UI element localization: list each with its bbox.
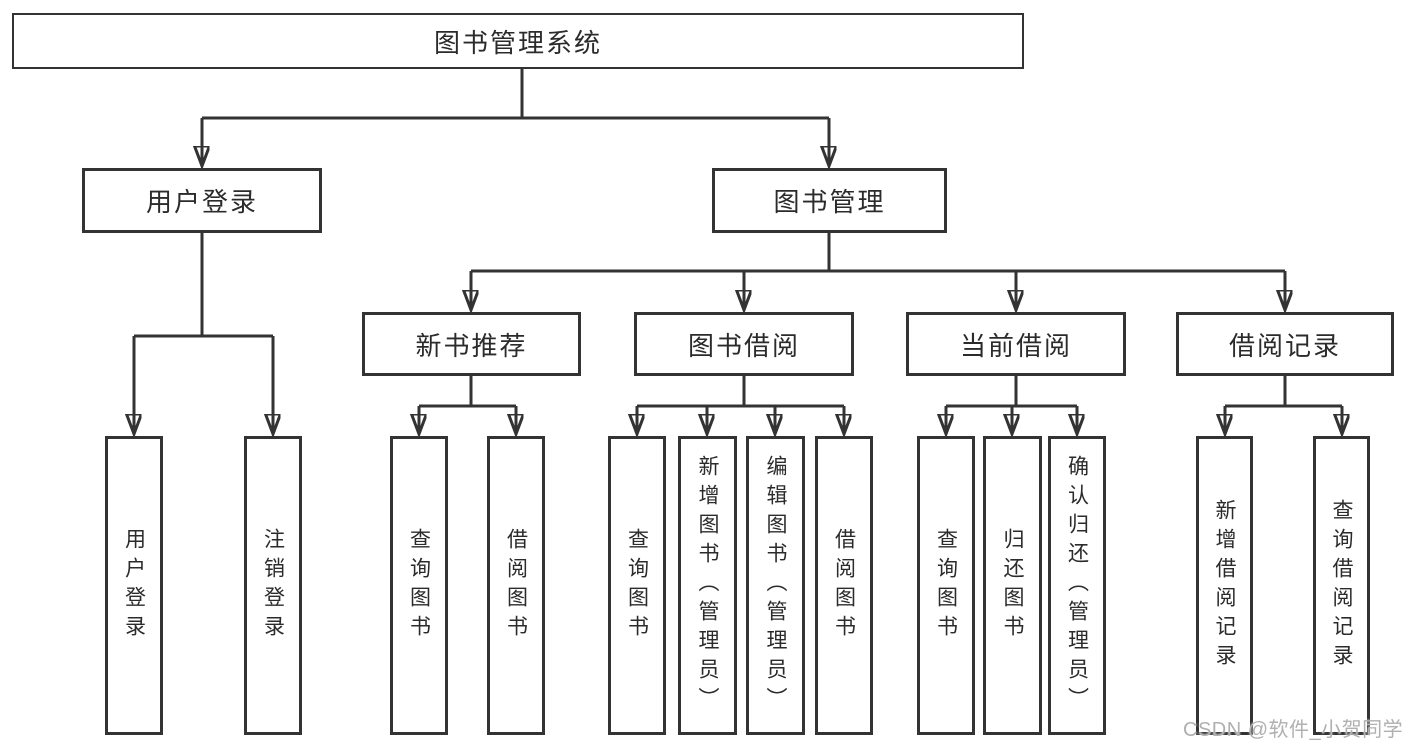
leaf-user-login: 用户登录 [105,436,163,735]
leaf-borrow-books-borrowing: 借阅图书 [815,436,873,735]
node-borrowing-records-label: 借阅记录 [1228,330,1341,361]
leaf-query-books-recommend: 查询图书 [390,436,448,735]
leaf-query-books-current-label: 查询图书 [934,527,958,644]
node-current-borrowing-label: 当前借阅 [959,330,1072,361]
leaf-query-books-borrowing: 查询图书 [608,436,666,735]
node-book-management-label: 图书管理 [773,187,886,217]
leaf-borrow-books-recommend-label: 借阅图书 [504,527,528,644]
leaf-query-books-recommend-label: 查询图书 [407,527,431,644]
leaf-return-books-label: 归还图书 [1001,527,1025,644]
leaf-add-borrow-record: 新增借阅记录 [1196,436,1253,735]
node-book-management: 图书管理 [712,168,947,233]
node-current-borrowing: 当前借阅 [906,312,1126,376]
node-library-system-label: 图书管理系统 [433,27,602,58]
node-library-system: 图书管理系统 [12,13,1024,69]
connector-user-login [134,233,273,434]
leaf-query-borrow-record: 查询借阅记录 [1313,436,1370,735]
leaf-confirm-return-admin: 确认归还（管理员） [1048,436,1106,735]
node-book-borrowing: 图书借阅 [634,312,854,376]
node-user-login: 用户登录 [82,168,322,233]
connector-borrowing-records [1225,376,1342,434]
leaf-borrow-books-recommend: 借阅图书 [487,436,545,735]
connector-current-borrowing [946,376,1077,434]
leaf-return-books: 归还图书 [983,436,1042,735]
leaf-logout-label: 注销登录 [261,527,285,644]
connector-book-borrowing [637,376,844,434]
node-new-book-recommend-label: 新书推荐 [415,330,528,361]
leaf-add-books-admin-label: 新增图书（管理员） [696,455,720,716]
connector-new-book-recommend [419,376,516,434]
node-user-login-label: 用户登录 [145,187,258,217]
node-borrowing-records: 借阅记录 [1176,312,1394,376]
leaf-query-books-current: 查询图书 [917,436,975,735]
leaf-add-borrow-record-label: 新增借阅记录 [1213,498,1237,673]
node-new-book-recommend: 新书推荐 [362,312,581,376]
watermark: CSDN @软件_小贺同学 [1183,719,1404,741]
leaf-edit-books-admin-label: 编辑图书（管理员） [764,455,788,716]
leaf-query-borrow-record-label: 查询借阅记录 [1330,498,1354,673]
leaf-confirm-return-admin-label: 确认归还（管理员） [1065,455,1089,716]
leaf-user-login-label: 用户登录 [122,527,146,644]
node-book-borrowing-label: 图书借阅 [687,330,800,361]
leaf-borrow-books-borrowing-label: 借阅图书 [832,527,856,644]
connector-book-management [471,233,1285,310]
leaf-edit-books-admin: 编辑图书（管理员） [746,436,805,735]
leaf-query-books-borrowing-label: 查询图书 [625,527,649,644]
connector-root [202,69,829,166]
leaf-add-books-admin: 新增图书（管理员） [678,436,737,735]
leaf-logout: 注销登录 [244,436,302,735]
